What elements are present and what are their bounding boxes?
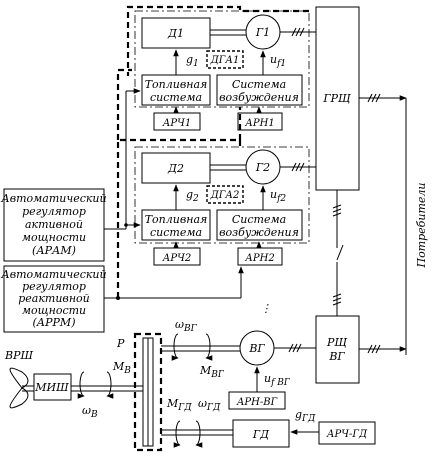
three-phase-mark [291,162,305,172]
fuel-system-1[interactable] [141,74,211,106]
sensor-2-label: ДГА2 [210,190,240,201]
arrm-line2: регулятор [22,280,86,293]
speed-main-engine: ωГД [198,397,221,413]
shaft-gen-switchboard[interactable] [315,315,360,384]
speed-shaft-generator: ωВГ [175,318,198,334]
excitation-system-1-line2: возбуждения [219,91,299,104]
genset-1-frame [134,10,310,108]
speed-regulator-1[interactable] [153,112,201,131]
diesel-2-label: Д2 [167,162,184,175]
excitation-system-1-line1: Система [232,78,286,91]
aram-line4: мощности [22,231,86,244]
excitation-voltage-1: uf1 [270,53,286,69]
speed-regulator-1-label: АРЧ1 [162,118,191,129]
diesel-1-label: Д1 [167,27,184,40]
more-generators-ellipsis: ⋮ [261,302,272,315]
main-engine-speed-regulator[interactable] [318,421,376,445]
main-switchboard[interactable] [315,6,360,191]
tie-breaker[interactable] [336,244,344,261]
voltage-regulator-1[interactable] [237,112,283,131]
diesel-1[interactable] [141,17,211,49]
diesel-2[interactable] [141,152,211,184]
gearbox-frame [133,332,163,452]
sensor-2[interactable] [206,185,244,204]
main-switchboard-label: ГРЩ [322,92,351,105]
fuel-system-2-line2: система [150,226,202,239]
voltage-regulator-2[interactable] [237,247,283,266]
speed-regulator-2[interactable] [153,247,201,266]
mish-block[interactable] [33,373,72,401]
fuel-signal-2: g2 [186,188,199,204]
shaft-generator-voltage-regulator[interactable] [228,391,286,410]
genset-2: Д2 Г2 g2 ДГА2 uf2 Топливная система Сист… [134,146,316,266]
propeller-label: ВРШ [4,349,33,362]
fuel-system-1-line2: система [150,91,202,104]
speed-propeller: ωВ [82,404,98,420]
dashed-signal-lines [116,5,309,298]
shaft-generator-voltage-regulator-label: АРН-ВГ [236,397,278,408]
arrm-line5: (АРРМ) [33,316,76,329]
voltage-regulator-1-label: АРН1 [244,118,274,129]
main-engine-fuel-signal: gГД [295,408,316,424]
arrm-line3: реактивной [18,292,90,305]
arrm-line1: Автоматический [0,268,106,281]
arrm-line4: мощности [22,304,86,317]
aram-line5: (АРАМ) [32,244,76,257]
gearbox-label: Р [116,337,125,350]
consumers-label: Потребители [415,182,428,268]
speed-regulator-2-label: АРЧ2 [162,253,191,264]
excitation-system-1[interactable] [216,74,303,106]
shaft-generator-label: ВГ [248,342,265,355]
fuel-signal-1: g1 [186,53,199,69]
three-phase-mark [291,27,305,37]
fuel-system-2[interactable] [141,209,211,241]
excitation-voltage-2: uf2 [270,188,286,204]
shaft-gen-switchboard-line2: ВГ [328,350,345,363]
excitation-system-2-line1: Система [232,213,286,226]
aram-line1: Автоматический [0,192,106,205]
genset-1: Д1 Г1 g1 ДГА1 uf1 Топливная система Сист… [134,10,316,131]
torque-arrow [106,371,114,399]
propeller[interactable] [9,367,29,409]
voltage-regulator-2-label: АРН2 [244,253,274,264]
shaft-gen-switchboard-line1: РЩ [326,336,347,349]
main-engine[interactable] [232,419,290,448]
main-engine-label: ГД [252,428,270,441]
fuel-system-2-line1: Топливная [145,213,208,226]
genset-2-frame [134,146,310,244]
active-power-regulator[interactable] [3,188,105,262]
torque-propeller: MВ [112,360,131,376]
mish-label: МИШ [34,381,69,394]
fuel-system-1-line1: Топливная [145,78,208,91]
sensor-1[interactable] [206,50,244,69]
sensor-1-label: ДГА1 [210,55,240,66]
reactive-power-regulator[interactable] [3,265,105,333]
generator-2-label: Г2 [255,161,270,174]
torque-shaft-generator: MВГ [199,364,225,380]
aram-line3: активной [25,218,83,231]
rotation-arrow [77,371,85,399]
excitation-system-2-line2: возбуждения [219,226,299,239]
aram-line2: регулятор [22,205,86,218]
main-engine-speed-regulator-label: АРЧ-ГД [326,429,368,440]
torque-main-engine: MГД [166,397,192,413]
excitation-system-2[interactable] [216,209,303,241]
shaft-generator-excitation: uf ВГ [264,372,291,388]
generator-1-label: Г1 [255,26,270,39]
